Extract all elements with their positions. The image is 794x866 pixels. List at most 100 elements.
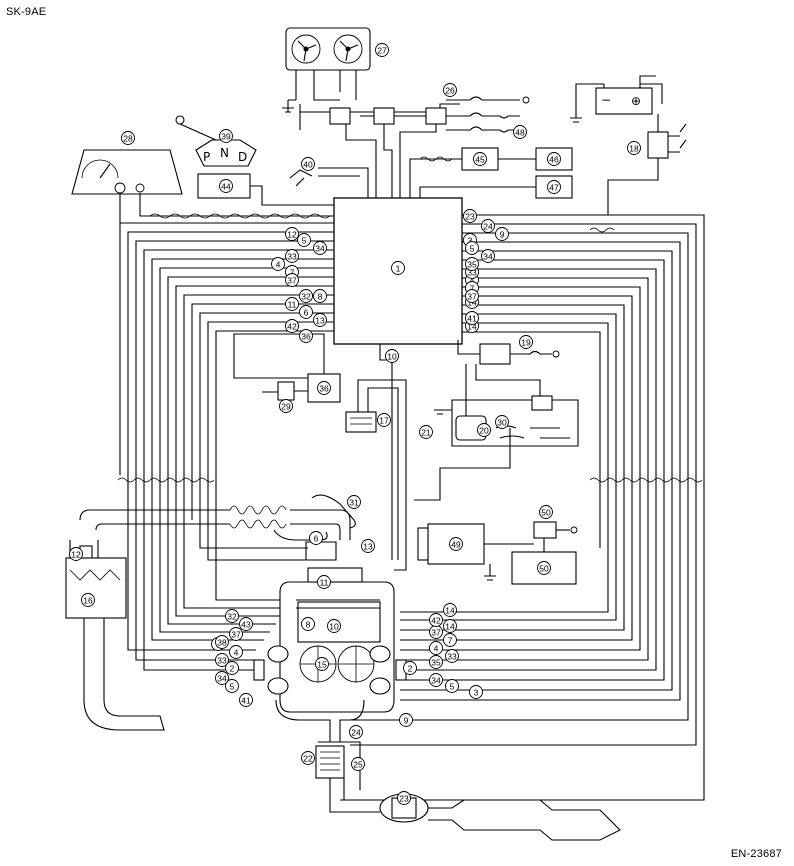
label-circle [399, 713, 413, 727]
label-15: 15 [315, 657, 329, 671]
label-number: 5 [450, 682, 455, 692]
label-number: 7 [290, 268, 295, 278]
label-number: 42 [431, 616, 441, 626]
label-circle [313, 313, 327, 327]
label-circle [219, 179, 233, 193]
label-circle [449, 537, 463, 551]
label-number: 39 [221, 132, 231, 142]
label-41: 41 [465, 311, 479, 325]
label-number: 4 [434, 644, 439, 654]
label-circle [229, 645, 243, 659]
label-13: 13 [361, 539, 375, 553]
label-5: 5 [445, 679, 459, 693]
label-circle [481, 249, 495, 263]
label-circle [315, 657, 329, 671]
selector-n-label: N [220, 146, 229, 160]
label-number: 15 [317, 660, 327, 670]
label-32: 32 [299, 289, 313, 303]
label-circle [271, 257, 285, 271]
label-circle [473, 152, 487, 166]
label-number: 27 [377, 46, 387, 56]
label-10: 10 [327, 619, 341, 633]
label-circle [299, 329, 313, 343]
label-13: 13 [313, 313, 327, 327]
label-circle [121, 131, 135, 145]
label-circle [225, 679, 239, 693]
label-30: 30 [495, 415, 509, 429]
label-circle [313, 289, 327, 303]
label-number: 35 [431, 658, 441, 668]
label-number: 50 [541, 508, 551, 518]
label-16: 16 [81, 593, 95, 607]
left-wire-bundle [119, 222, 334, 671]
label-number: 4 [276, 260, 281, 270]
label-number: 13 [363, 542, 373, 552]
label-circle [429, 641, 443, 655]
label-number: 8 [318, 292, 323, 302]
label-circle [349, 725, 363, 739]
label-4: 4 [429, 641, 443, 655]
label-number: 49 [451, 540, 461, 550]
label-19: 19 [519, 335, 533, 349]
label-number: 5 [230, 682, 235, 692]
label-number: 4 [234, 648, 239, 658]
label-circle [429, 673, 443, 687]
label-number: 34 [217, 674, 227, 684]
label-number: 24 [351, 728, 361, 738]
label-circle [547, 180, 561, 194]
label-circle [309, 531, 323, 545]
label-number: 11 [320, 578, 329, 588]
label-number: 38 [217, 638, 227, 648]
label-circle [465, 289, 479, 303]
label-circle [81, 593, 95, 607]
label-31: 31 [347, 495, 361, 509]
fan-relays [282, 70, 530, 198]
label-number: 41 [241, 696, 251, 706]
throttle-control [417, 521, 578, 585]
label-circle [229, 627, 243, 641]
label-circle [215, 671, 229, 685]
label-circle [539, 505, 553, 519]
label-number: 44 [221, 182, 231, 192]
label-8: 8 [301, 617, 315, 631]
label-number: 32 [301, 292, 311, 302]
label-48: 48 [513, 125, 527, 139]
label-36: 36 [317, 381, 331, 395]
label-number: 8 [306, 620, 311, 630]
label-circle [313, 241, 327, 255]
label-4: 4 [271, 257, 285, 271]
label-11: 11 [317, 575, 331, 589]
label-circle [301, 617, 315, 631]
label-5: 5 [297, 233, 311, 247]
label-number: 5 [470, 244, 475, 254]
label-number: 14 [445, 606, 455, 616]
label-circle [377, 413, 391, 427]
label-14: 14 [443, 619, 457, 633]
label-number: 29 [281, 402, 291, 412]
label-number: 12 [287, 230, 297, 240]
label-circle [443, 633, 457, 647]
label-33: 33 [445, 649, 459, 663]
label-number: 34 [483, 252, 493, 262]
label-40: 40 [301, 157, 315, 171]
label-circle [397, 791, 411, 805]
label-circle [285, 297, 299, 311]
label-39: 39 [219, 129, 233, 143]
battery-positive-terminal: ⊕ [631, 94, 641, 108]
label-number: 28 [123, 134, 133, 144]
label-47: 47 [547, 180, 561, 194]
label-number: 26 [445, 86, 455, 96]
label-number: 31 [349, 498, 359, 508]
label-14: 14 [443, 603, 457, 617]
label-9: 9 [399, 713, 413, 727]
label-circle [215, 635, 229, 649]
label-number: 34 [315, 244, 325, 254]
label-number: 2 [408, 664, 413, 674]
label-49: 49 [449, 537, 463, 551]
label-number: 21 [421, 428, 431, 438]
label-number: 10 [329, 622, 339, 632]
label-number: 7 [470, 284, 475, 294]
label-circle [297, 233, 311, 247]
label-50: 50 [539, 505, 553, 519]
label-26: 26 [443, 83, 457, 97]
